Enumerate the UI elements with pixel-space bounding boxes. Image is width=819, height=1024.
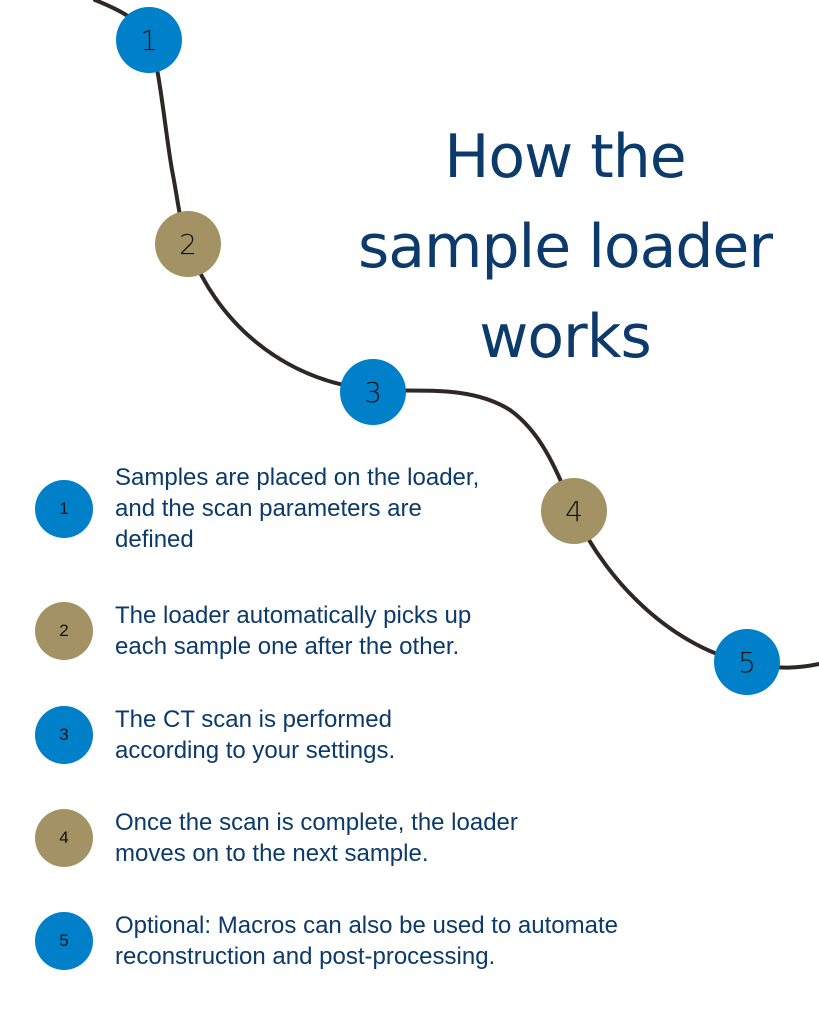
step-item-5: 5 Optional: Macros can also be used to a…	[35, 910, 618, 972]
step-line: Samples are placed on the loader,	[115, 464, 480, 491]
step-line: moves on to the next sample.	[115, 840, 429, 867]
step-item-4: 4 Once the scan is complete, the loader …	[35, 807, 518, 869]
path-node-1: 1	[116, 7, 182, 73]
path-node-number: 5	[738, 645, 756, 679]
path-node-2: 2	[155, 211, 221, 277]
step-number-badge: 4	[35, 809, 93, 867]
path-node-3: 3	[340, 359, 406, 425]
path-node-4: 4	[541, 478, 607, 544]
step-number: 3	[59, 725, 69, 744]
step-line: according to your settings.	[115, 737, 396, 764]
title-line-3: works	[479, 302, 651, 372]
step-number: 2	[59, 621, 69, 640]
step-number: 4	[59, 828, 69, 847]
step-number: 1	[59, 498, 69, 518]
title-line-1: How the	[444, 122, 686, 192]
step-line: Once the scan is complete, the loader	[115, 809, 518, 836]
step-description: Optional: Macros can also be used to aut…	[115, 910, 618, 972]
step-number-badge: 3	[35, 706, 93, 764]
step-description: The loader automatically picks up each s…	[115, 600, 471, 662]
step-line: The loader automatically picks up	[115, 602, 472, 629]
path-node-number: 2	[179, 227, 197, 261]
step-item-2: 2 The loader automatically picks up each…	[35, 600, 471, 662]
step-item-1: 1 Samples are placed on the loader, and …	[35, 462, 479, 555]
step-line: and the scan parameters are	[115, 495, 422, 522]
path-node-number: 1	[140, 23, 158, 57]
step-number-badge: 5	[35, 912, 93, 970]
step-line: reconstruction and post-processing.	[115, 943, 496, 970]
step-line: each sample one after the other.	[115, 633, 460, 660]
step-number: 5	[59, 931, 69, 950]
step-line: The CT scan is performed	[115, 706, 392, 733]
step-number-badge: 2	[35, 602, 93, 660]
path-node-number: 3	[364, 375, 382, 409]
step-line: defined	[115, 526, 194, 553]
step-description: Samples are placed on the loader, and th…	[115, 462, 479, 555]
step-line: Optional: Macros can also be used to aut…	[115, 912, 618, 939]
step-description: The CT scan is performed according to yo…	[115, 704, 395, 766]
step-number-badge: 1	[35, 479, 93, 538]
step-description: Once the scan is complete, the loader mo…	[115, 807, 518, 869]
title-line-2: sample loader	[357, 212, 773, 282]
path-node-number: 4	[565, 494, 583, 528]
page-title: How the sample loader works	[350, 112, 780, 382]
path-node-5: 5	[714, 629, 780, 695]
step-item-3: 3 The CT scan is performed according to …	[35, 704, 395, 766]
